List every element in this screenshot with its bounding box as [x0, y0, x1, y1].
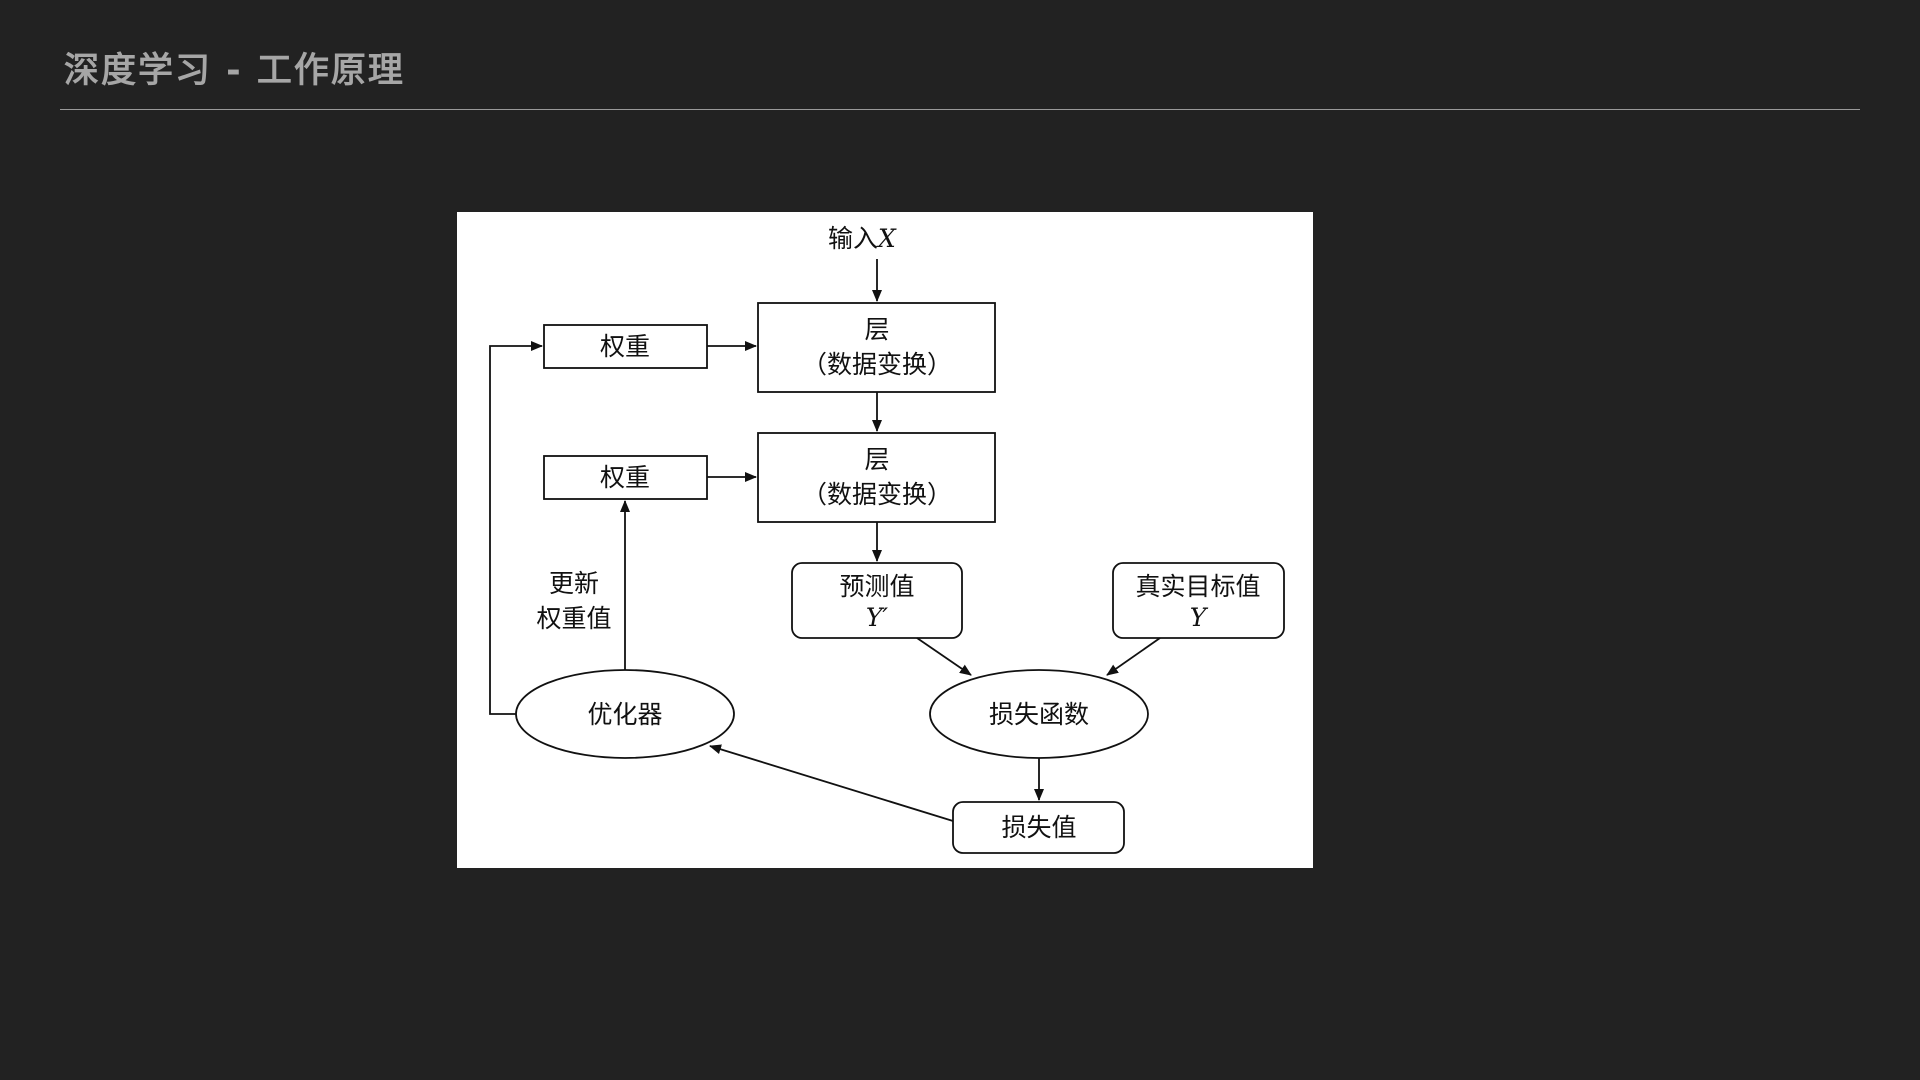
- optimizer-label: 优化器: [587, 700, 662, 729]
- layer-top-title: 层: [864, 315, 889, 344]
- true-target-box: [1112, 562, 1285, 639]
- weights-bottom-label: 权重: [600, 463, 650, 492]
- layer-bottom-subtitle: （数据变换）: [802, 480, 952, 509]
- loss-function-label: 损失函数: [989, 700, 1089, 729]
- arrow-prediction-to-loss-function: [916, 637, 972, 676]
- weights-top-label: 权重: [600, 332, 650, 361]
- prediction-box: [791, 562, 963, 639]
- loss-value-label: 损失值: [1001, 813, 1076, 842]
- prediction-label: 预测值: [839, 572, 914, 601]
- diagram-panel: 输入 X 层 （数据变换） 层 （数据变换） 权重 权重 预测值 Y′ 真实目标…: [457, 212, 1313, 868]
- input-variable: X: [876, 224, 897, 253]
- input-label: 输入: [828, 224, 878, 253]
- arrow-optimizer-to-weights-top: [489, 341, 543, 715]
- slide-title: 深度学习 - 工作原理: [64, 51, 405, 91]
- update-weights-label-line2: 权重值: [536, 604, 611, 633]
- loss-value-box: [952, 801, 1125, 854]
- title-divider: [60, 109, 1860, 110]
- diagram-background: [457, 212, 1313, 868]
- true-target-label: 真实目标值: [1135, 572, 1260, 601]
- arrow-loss-value-to-optimizer: [709, 744, 954, 822]
- arrow-true-target-to-loss-function: [1106, 637, 1161, 676]
- layer-bottom-title: 层: [864, 445, 889, 474]
- deep-learning-flow-diagram: 输入 X 层 （数据变换） 层 （数据变换） 权重 权重 预测值 Y′ 真实目标…: [457, 212, 1313, 868]
- layer-top-subtitle: （数据变换）: [802, 350, 952, 379]
- true-target-variable: Y: [1190, 603, 1209, 632]
- prediction-variable: Y′: [866, 603, 889, 632]
- update-weights-label-line1: 更新: [549, 569, 599, 598]
